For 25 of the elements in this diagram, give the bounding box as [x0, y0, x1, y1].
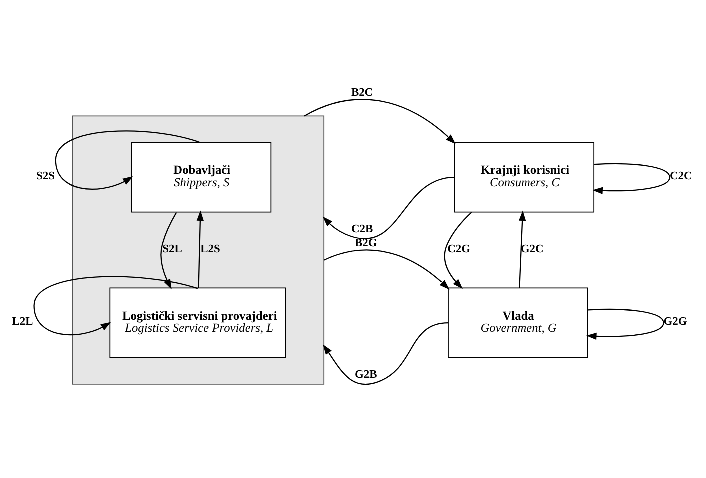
edge-label: B2G — [354, 237, 378, 250]
edge-label: S2S — [36, 170, 55, 182]
node-box: Krajnji korisnici Consumers, C — [454, 142, 595, 212]
edge-label: C2G — [448, 242, 471, 255]
arrow — [304, 98, 456, 144]
arrow — [324, 249, 450, 290]
edge-label: G2B — [354, 368, 378, 381]
cluster — [72, 115, 325, 384]
arrow — [322, 176, 455, 239]
arrow — [323, 322, 449, 385]
edge-label: L2S — [200, 242, 220, 255]
node-box: Dobavljači Shippers, S — [131, 142, 272, 212]
node-box: Logistički servisni provajderi Logistics Service Providers, L — [110, 287, 286, 358]
node-box: Vlada Government, G — [448, 287, 588, 358]
edge-label: C2C — [670, 170, 692, 182]
edge-label: C2B — [351, 223, 374, 236]
edge-label: B2C — [351, 86, 374, 98]
arrow — [444, 212, 472, 289]
arrow — [196, 210, 204, 288]
arrow — [518, 210, 526, 288]
edge-label: S2L — [162, 242, 182, 255]
edge-label: L2L — [12, 316, 34, 328]
edge-label: G2G — [664, 316, 688, 328]
arrow — [592, 162, 671, 194]
arrow — [586, 308, 664, 340]
